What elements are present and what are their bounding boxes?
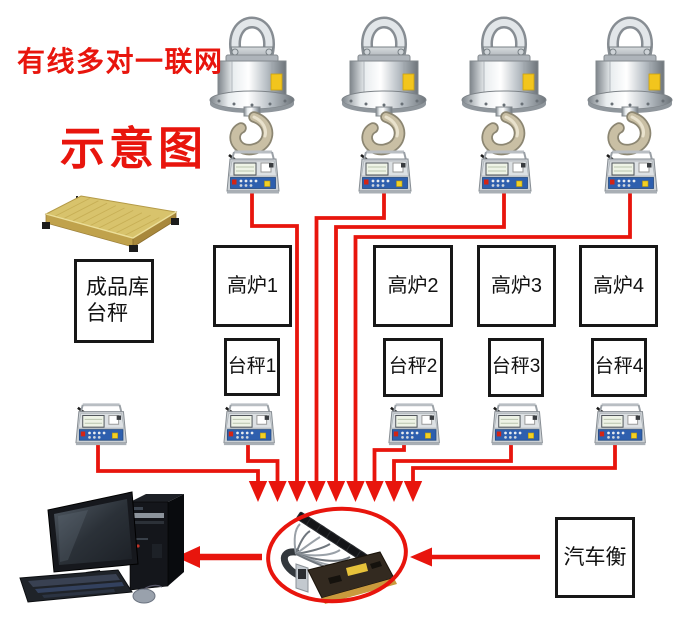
diagram-title: 有线多对一联网 <box>17 46 224 77</box>
wire-crane1-to-hub <box>250 186 299 483</box>
left-arrow-icon <box>410 547 432 567</box>
wire-crane2-to-hub <box>314 186 386 483</box>
crane-scale-icon <box>342 23 426 150</box>
label-box-furnace-4: 高炉4 <box>579 245 658 327</box>
diagram-subtitle: 示意图 <box>60 123 208 174</box>
platform-scale-icon <box>42 195 179 252</box>
label-box-platform-1: 台秤1 <box>224 338 280 396</box>
label-box-truck-scale: 汽车衡 <box>555 517 635 598</box>
wire-platform4-to-hub <box>411 438 617 483</box>
label-box-furnace-3: 高炉3 <box>477 245 556 327</box>
down-arrow-icon <box>403 481 423 502</box>
hub-to-computer-arrow <box>176 546 262 568</box>
desktop-computer-icon <box>19 491 184 604</box>
wire-store-scale-to-hub <box>96 438 260 483</box>
weighing-indicator-icon <box>593 403 647 447</box>
wire-platform1-to-hub <box>246 438 280 483</box>
label-box-platform-2: 台秤2 <box>383 338 443 397</box>
left-arrow-icon <box>176 546 200 568</box>
down-arrow-icon <box>268 481 287 502</box>
down-arrow-icon <box>346 481 365 502</box>
wire-crane3-to-hub <box>334 186 506 483</box>
wire-platform3-to-hub <box>392 438 513 483</box>
finished-store-line2: 台秤 <box>86 302 128 325</box>
down-arrow-icon <box>248 481 268 502</box>
multi-serial-card-icon <box>281 511 397 604</box>
truck-scale-to-hub-arrow <box>410 547 540 567</box>
down-arrow-icon <box>384 481 404 502</box>
weighing-indicator-icon <box>225 150 281 195</box>
weighing-indicator-icon <box>490 403 544 447</box>
down-arrow-icon <box>326 481 346 502</box>
weighing-indicator-icon <box>74 403 128 447</box>
weighing-indicator-icon <box>477 150 533 195</box>
down-arrow-icon <box>307 481 326 502</box>
wire-crane4-to-hub <box>353 186 632 483</box>
crane-scale-icon <box>588 23 672 150</box>
crane-scale-icon <box>462 23 546 150</box>
label-box-furnace-2: 高炉2 <box>373 245 453 327</box>
down-arrow-icon <box>287 481 307 502</box>
weighing-indicator-icon <box>222 403 276 447</box>
hub-input-arrows <box>248 481 423 502</box>
down-arrow-icon <box>365 481 384 502</box>
label-box-furnace-1: 高炉1 <box>213 245 292 327</box>
label-box-platform-3: 台秤3 <box>488 338 544 397</box>
weighing-indicator-icon <box>603 150 659 195</box>
wire-network <box>96 186 632 483</box>
weighing-indicator-icon <box>357 150 413 195</box>
finished-store-line1: 成品库 <box>86 276 149 299</box>
weighing-indicator-icon <box>387 403 441 447</box>
label-box-platform-4: 台秤4 <box>591 338 647 397</box>
label-box-finished-store-scale: 成品库 台秤 <box>74 259 154 343</box>
hub-highlight-ellipse <box>266 506 408 604</box>
